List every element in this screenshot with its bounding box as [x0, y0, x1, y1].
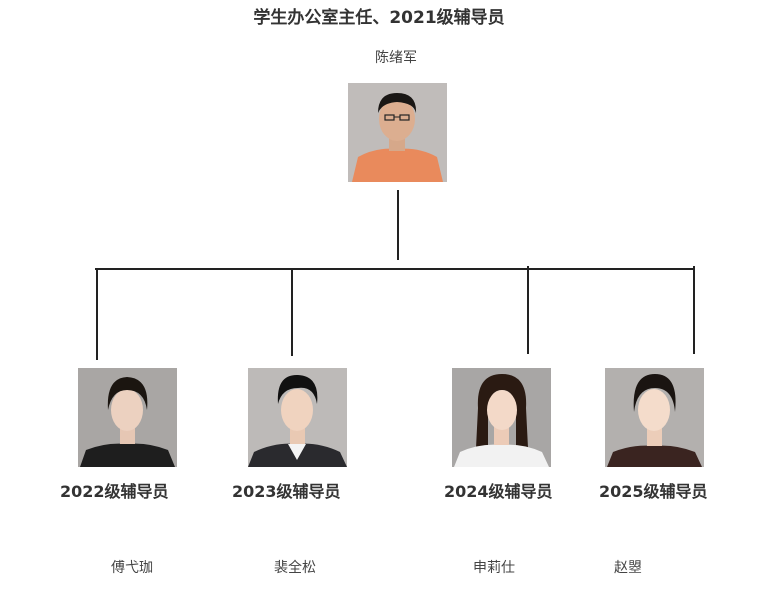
- member-name: 申莉仕: [473, 560, 515, 576]
- member-name: 傅弋珈: [111, 560, 153, 576]
- portrait-icon: [248, 368, 347, 467]
- member-role: 2023级辅导员: [232, 482, 341, 501]
- member-photo: [452, 368, 551, 467]
- connector-vertical-3: [527, 266, 529, 354]
- member-name: 赵曌: [614, 560, 642, 576]
- member-name: 裴全松: [274, 560, 316, 576]
- connector-vertical-2: [291, 268, 293, 356]
- connector-vertical-1: [96, 268, 98, 360]
- member-photo: [605, 368, 704, 467]
- connector-horizontal: [95, 268, 695, 270]
- member-role: 2025级辅导员: [599, 482, 708, 501]
- member-role: 2024级辅导员: [444, 482, 553, 501]
- member-photo: [248, 368, 347, 467]
- page-title: 学生办公室主任、2021级辅导员: [253, 8, 505, 28]
- head-portrait-icon: [348, 83, 447, 182]
- head-photo: [348, 83, 447, 182]
- portrait-icon: [605, 368, 704, 467]
- head-name: 陈绪军: [375, 50, 417, 66]
- member-role: 2022级辅导员: [60, 482, 169, 501]
- connector-vertical-head: [397, 190, 399, 260]
- portrait-icon: [78, 368, 177, 467]
- connector-vertical-4: [693, 266, 695, 354]
- portrait-icon: [452, 368, 551, 467]
- member-photo: [78, 368, 177, 467]
